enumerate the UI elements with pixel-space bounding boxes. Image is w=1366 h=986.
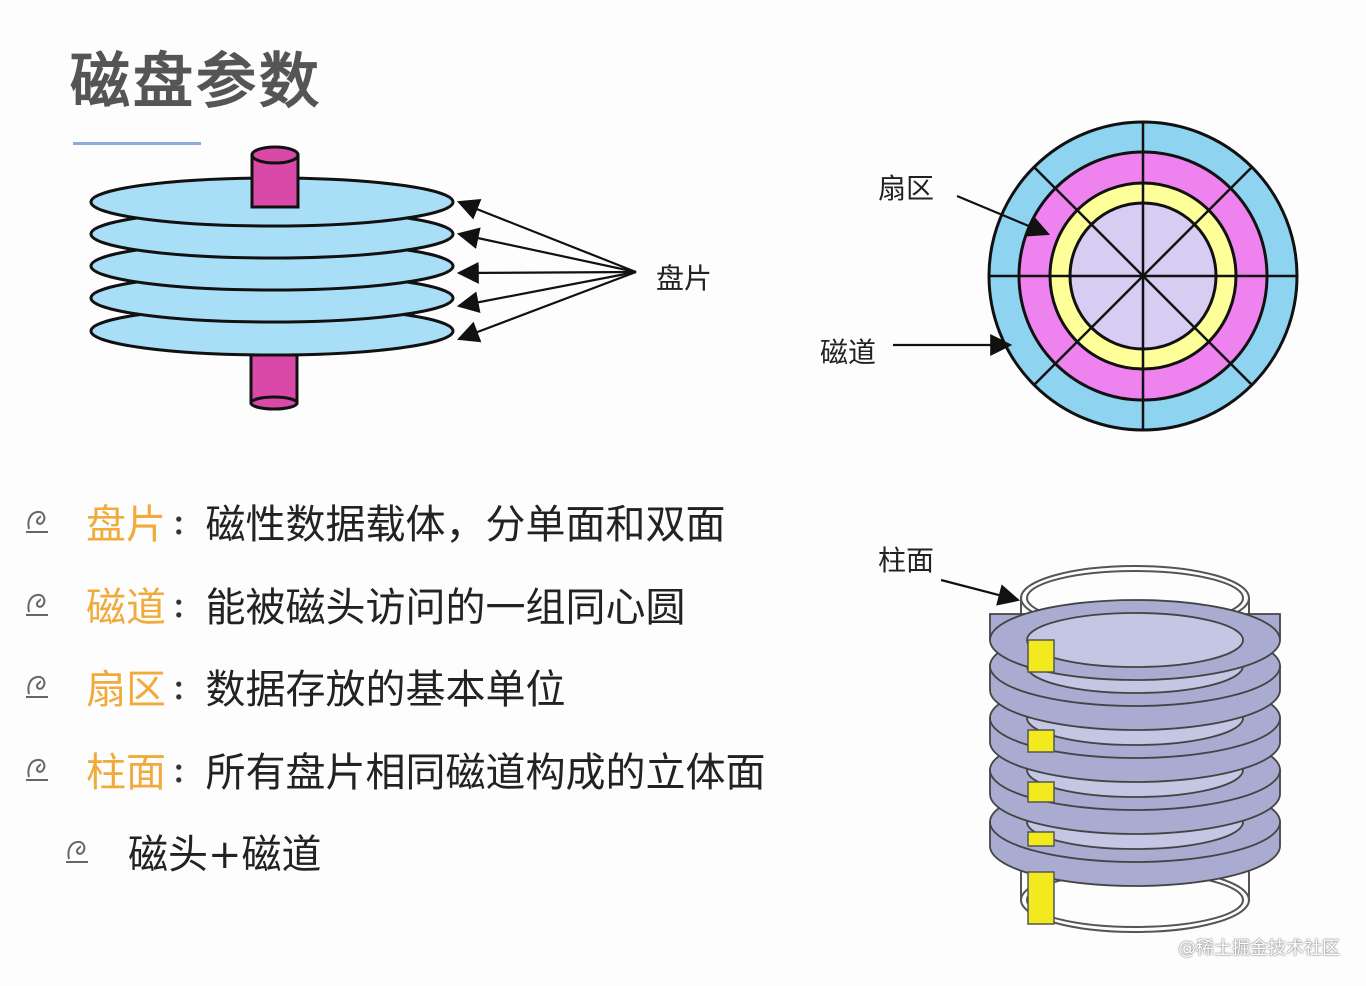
bullet-description: 能被磁头访问的一组同心圆 [205, 585, 686, 631]
watermark: @稀土掘金技术社区 [1178, 938, 1340, 959]
track-label: 磁道 [820, 336, 876, 369]
bullet-description: 所有盘片相同磁道构成的立体面 [205, 750, 766, 796]
sub-bullet: 磁头+磁道 [64, 822, 322, 880]
cylinder-label: 柱面 [878, 544, 934, 577]
disk-surface-figure: 扇区 磁道 [820, 120, 1299, 432]
bullet-sector: 扇区 : 数据存放的基本单位 [24, 657, 565, 715]
spindle-bottom [249, 353, 299, 411]
bullet-track: 磁道 : 能被磁头访问的一组同心圆 [24, 575, 685, 633]
platter-label: 盘片 [656, 262, 712, 295]
bullet-description: 磁性数据载体，分单面和双面 [205, 502, 726, 548]
spindle-top [250, 145, 300, 209]
bullet-colon: : [172, 581, 186, 627]
cylinder-highlight-bars [1027, 639, 1055, 925]
bullet-icon [26, 510, 48, 533]
slide-title: 磁盘参数 [70, 47, 322, 117]
sector-dividers [989, 122, 1297, 430]
bullet-term: 柱面 [86, 750, 166, 796]
cylinder-disk-1 [989, 599, 1281, 681]
platter-stack-figure: 盘片 [89, 145, 712, 411]
bullet-colon: : [172, 498, 186, 544]
bullet-icon [66, 840, 88, 863]
bullet-colon: : [172, 746, 186, 792]
sector-label: 扇区 [878, 172, 934, 205]
bullet-term: 磁道 [86, 585, 166, 631]
cylinder-disks [989, 599, 1281, 887]
bullet-icon [26, 675, 48, 698]
title-underline [73, 142, 201, 145]
bullet-colon: : [172, 663, 186, 709]
sub-bullet-text: 磁头+磁道 [128, 832, 322, 878]
platter-arrows [456, 199, 637, 343]
bullet-description: 数据存放的基本单位 [205, 667, 566, 713]
bullet-platter: 盘片 : 磁性数据载体，分单面和双面 [24, 492, 725, 550]
bullet-icon [26, 758, 48, 781]
bullet-icon [26, 593, 48, 616]
bullet-cylinder: 柱面 : 所有盘片相同磁道构成的立体面 [24, 740, 765, 798]
bullet-term: 盘片 [86, 502, 166, 548]
bullet-term: 扇区 [86, 667, 166, 713]
